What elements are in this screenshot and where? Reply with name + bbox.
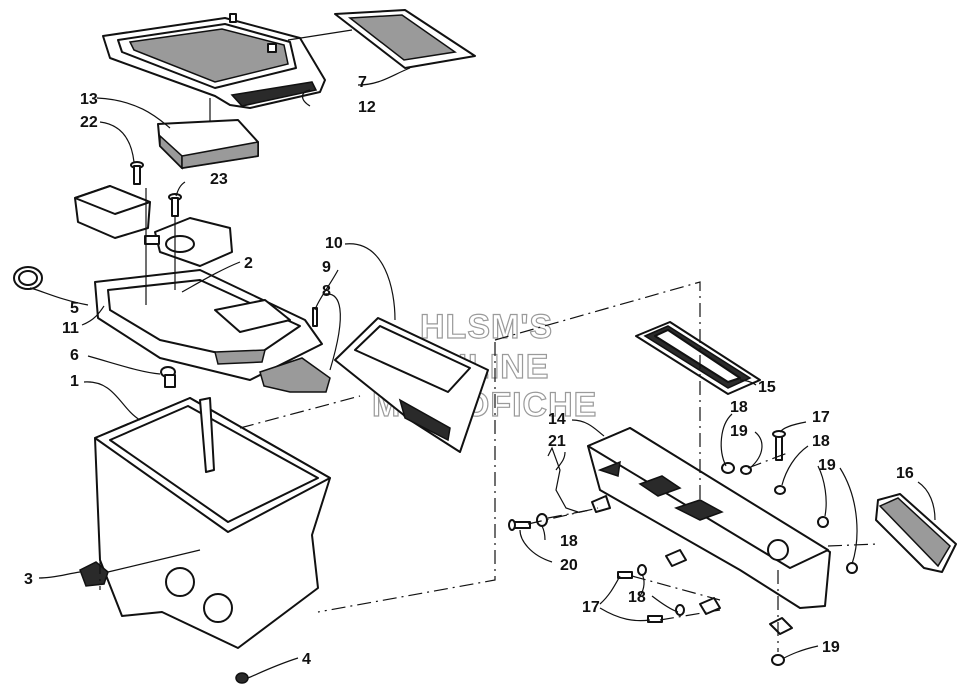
part-16-filter	[875, 493, 957, 573]
part-7-decal	[334, 9, 476, 69]
part-6-screw	[160, 366, 176, 388]
callout-19-bottom: 19	[822, 639, 840, 656]
callout-20: 20	[560, 557, 578, 574]
part-20-screw	[508, 519, 531, 531]
part-8-seal	[259, 357, 331, 393]
callout-leaders	[29, 67, 936, 679]
callout-19-right: 19	[818, 457, 836, 474]
callout-12: 12	[358, 99, 376, 116]
callout-17-bottom: 17	[582, 599, 600, 616]
callout-23: 23	[210, 171, 228, 188]
callout-9: 9	[322, 259, 331, 276]
watermark-line-1: HLSM'S	[420, 308, 553, 346]
callout-16: 16	[896, 465, 914, 482]
part-3-clip	[79, 561, 109, 587]
callout-1: 1	[70, 373, 79, 390]
part-23-screw	[168, 193, 182, 217]
part-22-screw	[130, 161, 144, 185]
alignment-lines	[99, 281, 879, 652]
callout-5: 5	[70, 300, 79, 317]
part-4-drain	[235, 672, 249, 684]
callout-4: 4	[302, 651, 311, 668]
part-5-clamp	[13, 266, 43, 290]
callout-2: 2	[244, 255, 253, 272]
part-18-washer	[536, 513, 548, 527]
ignition-coil	[144, 217, 233, 267]
part-11-mounting-tray	[94, 269, 323, 381]
callout-18-top: 18	[730, 399, 748, 416]
callout-labels: 13 22 23 2 5 11 7 12 9 8 10 6 1 3 4 14 1…	[24, 74, 914, 668]
part-13-filter-element	[157, 119, 259, 170]
part-14-silencer-housing	[587, 427, 831, 609]
leader-7-12	[287, 29, 353, 41]
callout-21: 21	[548, 433, 566, 450]
callout-17-top: 17	[812, 409, 830, 426]
part-10-intake-silencer	[334, 317, 489, 453]
callout-3: 3	[24, 571, 33, 588]
callout-7: 7	[358, 74, 367, 91]
hardware-17-18-19	[591, 430, 858, 666]
callout-18-right: 18	[812, 433, 830, 450]
callout-6: 6	[70, 347, 79, 364]
callout-18-left: 18	[560, 533, 578, 550]
control-module	[74, 185, 151, 239]
callout-19-top: 19	[730, 423, 748, 440]
part-21-spring	[547, 446, 579, 513]
callout-11: 11	[62, 320, 79, 337]
callout-15: 15	[758, 379, 776, 396]
callout-18-bottom: 18	[628, 589, 646, 606]
part-1-airbox	[94, 397, 331, 649]
part-9-screw	[312, 307, 318, 327]
part-12-airbox-lid	[102, 13, 326, 109]
callout-14: 14	[548, 411, 566, 428]
callout-8: 8	[322, 283, 331, 300]
callout-13: 13	[80, 91, 98, 108]
callout-22: 22	[80, 114, 98, 131]
callout-10: 10	[325, 235, 343, 252]
leader-3	[107, 549, 201, 573]
part-15-seal-frame	[635, 321, 761, 395]
